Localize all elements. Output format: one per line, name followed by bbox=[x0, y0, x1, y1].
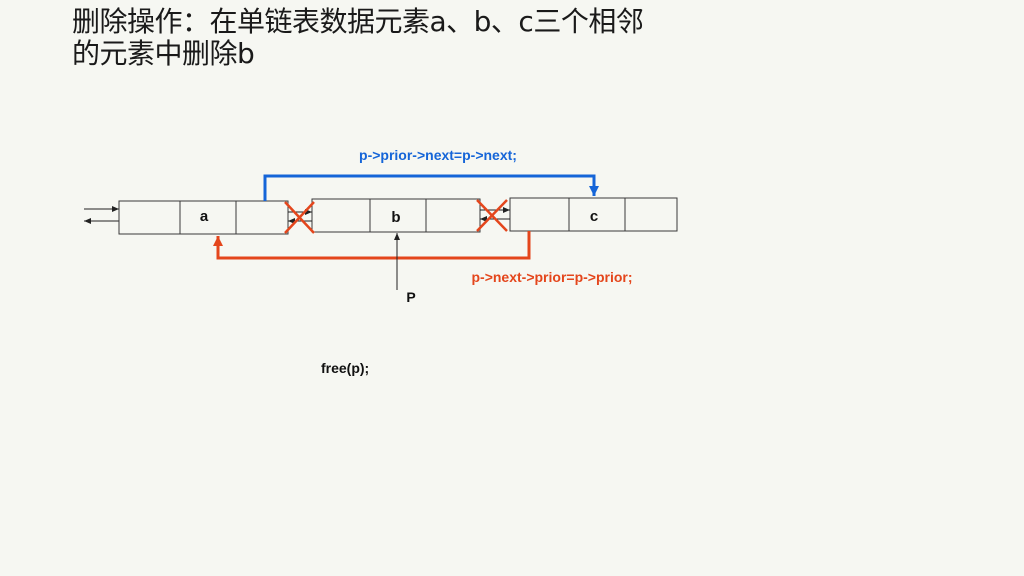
node-b: b bbox=[311, 198, 481, 233]
code-free: free(p); bbox=[321, 360, 369, 376]
slide-title-line-2: 的元素中删除b bbox=[72, 37, 255, 70]
node-a-label: a bbox=[200, 208, 209, 225]
cross-mark-a-b bbox=[284, 201, 315, 234]
node-c-prior-field bbox=[509, 197, 570, 232]
node-a-next-field bbox=[235, 200, 289, 235]
links-a-b bbox=[288, 209, 312, 224]
code-prior-next: p->prior->next=p->next; bbox=[359, 147, 517, 163]
node-b-label: b bbox=[391, 209, 400, 226]
slide-title-line-1: 删除操作：在单链表数据元素a、b、c三个相邻 bbox=[72, 5, 644, 38]
pointer-p-label: P bbox=[406, 289, 415, 305]
node-c: c bbox=[509, 197, 678, 232]
head-links bbox=[84, 206, 119, 224]
node-b-data-field bbox=[369, 198, 427, 233]
node-a-prior-field bbox=[118, 200, 181, 235]
code-next-prior: p->next->prior=p->prior; bbox=[471, 269, 632, 285]
node-b-next-field bbox=[425, 198, 481, 233]
cross-mark-b-c bbox=[476, 199, 508, 232]
new-prior-link bbox=[213, 231, 531, 260]
node-b-prior-field bbox=[311, 198, 371, 233]
new-next-link bbox=[263, 174, 599, 201]
node-a: a bbox=[118, 200, 289, 235]
node-a-data-field bbox=[179, 200, 237, 235]
node-c-next-field bbox=[624, 197, 678, 232]
slide-title: 删除操作：在单链表数据元素a、b、c三个相邻 的元素中删除b bbox=[72, 6, 772, 70]
node-c-label: c bbox=[590, 208, 598, 225]
